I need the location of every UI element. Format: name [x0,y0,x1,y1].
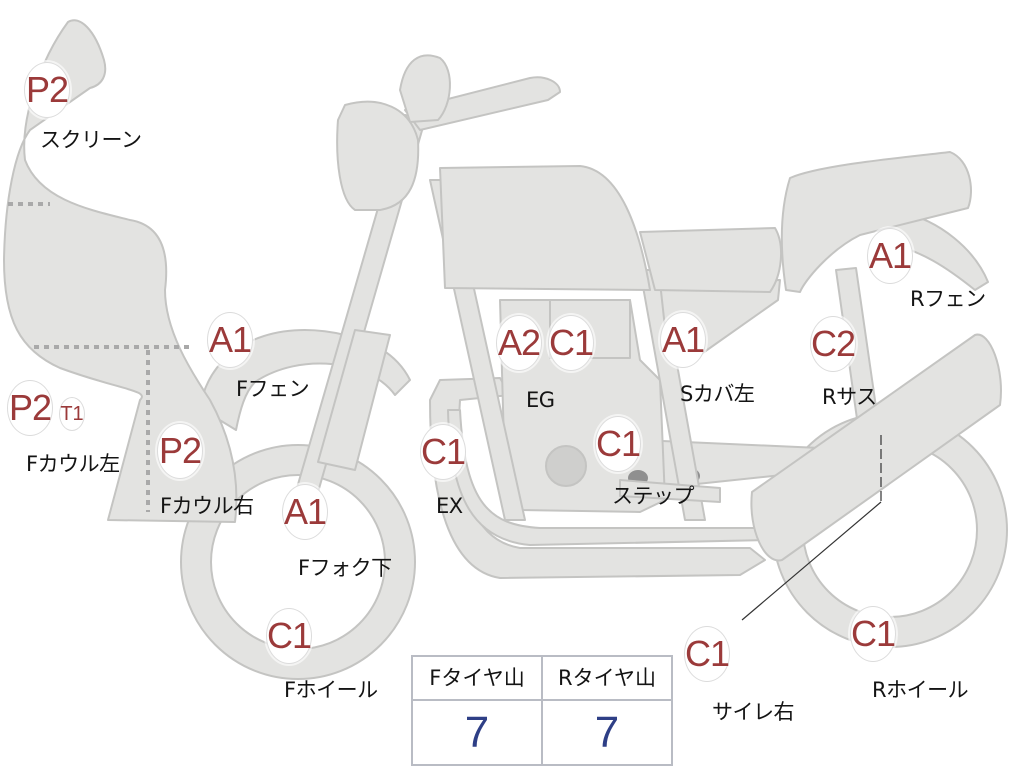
screen-code-badge: P2 [24,62,70,118]
exhaust-code-badge: C1 [420,424,466,480]
f-cowl-left-label: Fカウル左 [26,452,120,476]
f-fork-lower-label: Fフォク下 [298,556,392,580]
front-tread-header: Fタイヤ山 [413,657,541,701]
tire-tread-table: Fタイヤ山 Rタイヤ山 7 7 [411,655,673,766]
rear-tread-header: Rタイヤ山 [543,657,671,701]
fuel-tank-shape [439,165,651,291]
silencer-right-label: サイレ右 [712,700,795,724]
screen-label: スクリーン [40,128,142,152]
r-fender-code-badge: A1 [867,228,913,284]
r-suspension-label: Rサス [822,385,877,409]
r-wheel-label: Rホイール [872,678,969,702]
f-cowl-left-code-badge: P2 [7,380,53,436]
table-divider [541,657,543,764]
engine-code-badge-2: C1 [548,315,594,371]
rear-tread-value: 7 [594,708,620,757]
step-code-badge: C1 [595,416,641,472]
exhaust-label: EX [436,494,463,518]
f-fork-lower-code-badge: A1 [282,484,328,540]
side-cover-left-code-badge: A1 [660,312,706,368]
r-suspension-code-badge: C2 [810,316,856,372]
front-tread-value: 7 [464,708,490,757]
front-cowl-shape [3,19,238,523]
muffler-shape [750,333,1002,562]
step-label: ステップ [612,484,695,508]
f-cowl-right-code-badge: P2 [157,423,203,479]
f-fender-code-badge: A1 [207,312,253,368]
f-wheel-code-badge: C1 [266,608,312,664]
silencer-right-code-badge: C1 [684,626,730,682]
front-wheel-shape [181,445,415,679]
r-wheel-code-badge: C1 [850,606,896,662]
r-fender-label: Rフェン [910,287,986,311]
side-cover-left-label: Sカバ左 [680,382,755,406]
f-fender-label: Fフェン [236,377,310,401]
headlight-shape [336,100,420,211]
seat-shape [780,151,972,293]
engine-label: EG [526,388,555,412]
f-cowl-left-extra-code-badge: T1 [59,397,85,431]
engine-code-badge-1: A2 [496,315,542,371]
f-wheel-label: Fホイール [284,678,378,702]
f-cowl-right-label: Fカウル右 [160,494,254,518]
